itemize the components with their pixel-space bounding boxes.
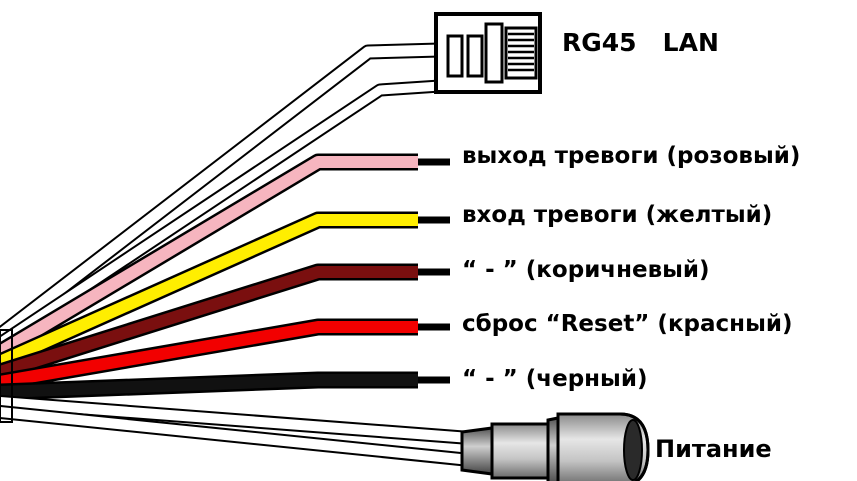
label-alarm-in: вход тревоги (желтый) (462, 202, 773, 228)
dc-barrel-jack-icon (460, 412, 650, 481)
power-cable (0, 395, 471, 467)
wire-red (0, 318, 450, 391)
wire-brown (0, 263, 450, 381)
label-ground-black: “ - ” (черный) (462, 366, 648, 392)
lan-cable (0, 42, 441, 349)
label-reset: сброс “Reset” (красный) (462, 311, 793, 337)
label-alarm-out: выход тревоги (розовый) (462, 143, 801, 169)
label-ground-brown: “ - ” (коричневый) (462, 257, 710, 283)
wire-pink (0, 153, 450, 360)
wire-yellow (0, 211, 450, 370)
cable-bundle-end (0, 329, 13, 423)
label-power: Питание (655, 435, 772, 463)
rj45-plug-icon (434, 12, 542, 94)
label-lan: RG45 LAN (562, 28, 719, 57)
wire-black (0, 371, 450, 401)
